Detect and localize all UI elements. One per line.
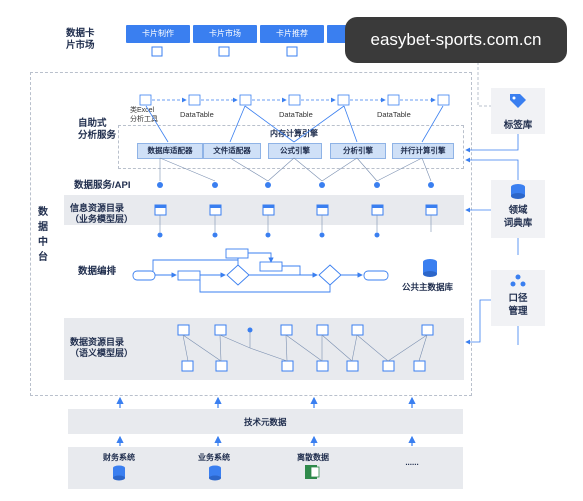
tag-library-label: 标签库 — [503, 120, 533, 131]
tab-card-market[interactable]: 卡片市场 — [193, 25, 257, 43]
self-service-frame — [118, 125, 464, 169]
orchestration-label: 数据编排 — [78, 266, 117, 277]
platform-frame — [30, 72, 472, 396]
self-service-title: 自助式 分析服务 — [78, 118, 117, 141]
datatable-label-3: DataTable — [377, 110, 411, 119]
semantic-band — [64, 318, 464, 380]
watermark-banner: easybet-sports.com.cn — [345, 17, 567, 63]
source-business: 业务系统 — [198, 453, 230, 462]
database-icon — [511, 184, 525, 199]
metric-management-label: 口径 管理 — [508, 293, 528, 317]
engine-file-adapter: 文件适配器 — [203, 143, 261, 159]
engine-db-adapter: 数据库适配器 — [137, 143, 203, 159]
domain-dictionary-label: 领域 词典库 — [503, 205, 533, 229]
platform-title: 数 据 中 台 — [38, 207, 48, 263]
semantic-catalog-label: 数据资源目录 （语义模型层） — [70, 337, 134, 358]
master-db-icon — [423, 259, 437, 277]
source-icons — [113, 465, 320, 481]
source-finance: 财务系统 — [103, 453, 135, 462]
engine-analysis: 分析引擎 — [330, 143, 386, 159]
sources-bar — [68, 447, 463, 489]
tech-meta-label: 技术元数据 — [244, 417, 287, 427]
api-label: 数据服务/API — [74, 180, 131, 191]
tab-card-recommend[interactable]: 卡片推荐 — [260, 25, 324, 43]
card-market-title: 数据卡 片市场 — [66, 28, 95, 51]
tag-icon — [510, 94, 526, 108]
memory-engine-label: 内存计算引擎 — [270, 129, 318, 138]
tab-card-make[interactable]: 卡片制作 — [126, 25, 190, 43]
self-service-chain — [139, 94, 450, 143]
master-db-label: 公共主数据库 — [402, 282, 454, 292]
metric-management: 口径 管理 — [491, 270, 545, 326]
orchestration-flow — [132, 248, 389, 286]
source-discrete: 离散数据 — [297, 453, 329, 462]
tech-meta-bar — [68, 409, 463, 434]
nodes-icon — [510, 274, 526, 287]
excel-tool-label: 类Excel 分析工具 — [130, 107, 158, 123]
info-catalog-label: 信息资源目录 （业务模型层） — [70, 203, 134, 224]
datatable-label-1: DataTable — [180, 110, 214, 119]
tag-library: 标签库 — [491, 88, 545, 134]
domain-dictionary: 领域 词典库 — [491, 180, 545, 238]
engine-parallel: 并行计算引擎 — [392, 143, 454, 159]
source-more: ...... — [405, 458, 419, 467]
datatable-label-2: DataTable — [279, 110, 313, 119]
